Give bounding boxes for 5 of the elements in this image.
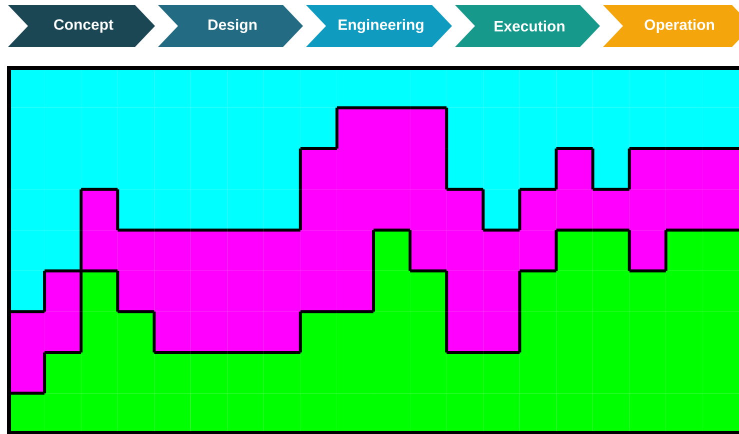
chevron-step: Design: [158, 5, 303, 47]
chevron-step: Execution: [455, 5, 600, 47]
chevron-step: Concept: [8, 5, 155, 47]
chevron-step: Engineering: [306, 5, 452, 47]
chevron-step: Operation: [603, 5, 739, 47]
